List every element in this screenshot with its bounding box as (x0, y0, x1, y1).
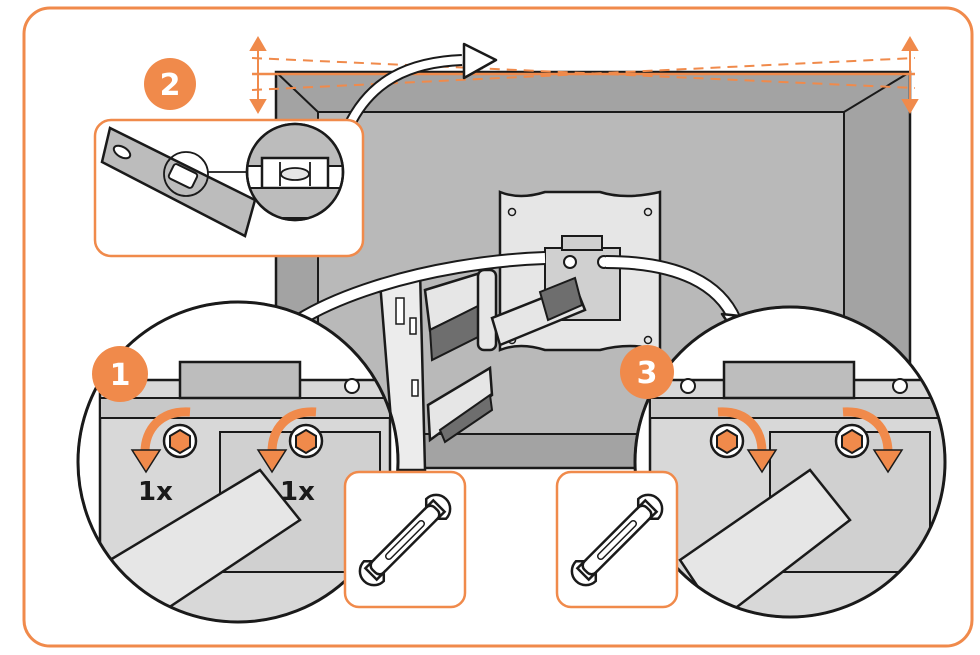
detail-circle-loosen (76, 300, 400, 624)
spirit-level-box (93, 118, 365, 258)
wrench-icon (570, 493, 664, 587)
nut-icon-right-2 (834, 423, 870, 459)
tilt-arrow-left-icon (249, 36, 267, 114)
counterclockwise-arrow-icon (130, 407, 191, 474)
step-number-2: 2 (160, 68, 181, 103)
nut-count-label-right: 1x (280, 477, 315, 507)
bubble-vial-zoom-icon (245, 122, 345, 222)
spirit-level-icon (100, 126, 257, 238)
step-badge-1: 1 (92, 346, 148, 402)
detail-circle-tighten (633, 305, 947, 619)
wrench-box-right (555, 470, 679, 609)
step-badge-3: 3 (620, 345, 674, 399)
step-number-1: 1 (110, 358, 131, 393)
nut-icon-left-2 (288, 423, 324, 459)
clockwise-arrow-icon (717, 407, 778, 474)
step-badge-2: 2 (144, 58, 196, 110)
articulating-arm (378, 268, 587, 472)
nut-icon-right-1 (709, 423, 745, 459)
clockwise-arrow-icon (842, 407, 904, 474)
nut-count-label-left: 1x (138, 477, 173, 507)
wrench-icon (358, 493, 452, 587)
wrench-box-left (343, 470, 467, 609)
tilt-arrow-right-icon (901, 36, 919, 114)
nut-icon-left-1 (162, 423, 198, 459)
arrow-to-screen-icon (342, 42, 498, 131)
counterclockwise-arrow-icon (256, 407, 317, 474)
step-number-3: 3 (637, 356, 658, 391)
tilt-indicator (251, 57, 916, 91)
